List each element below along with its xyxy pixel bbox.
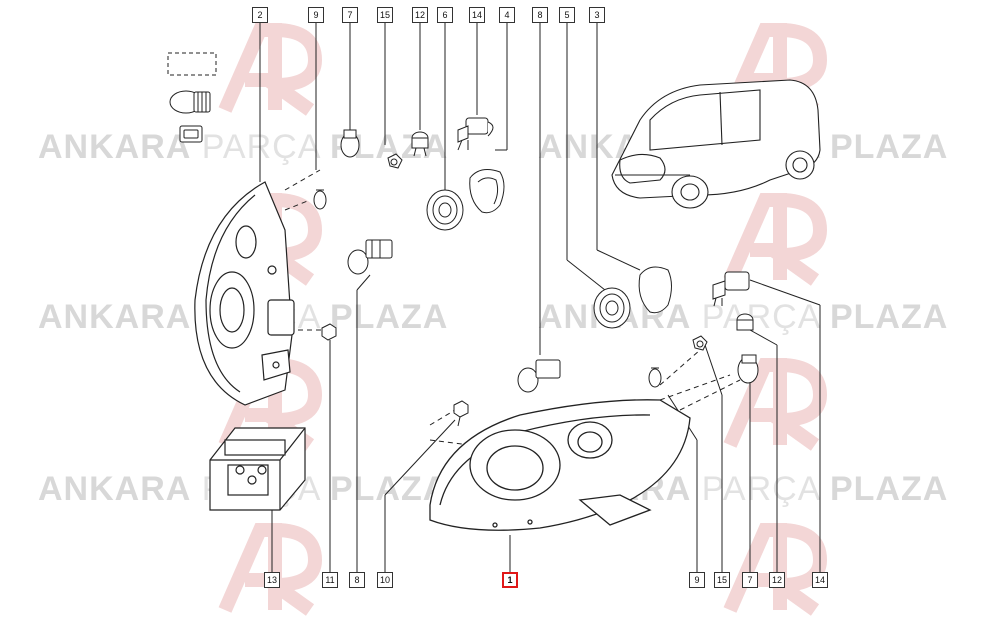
callout-label: 9 (308, 7, 324, 23)
callout-label: 11 (322, 572, 338, 588)
callout-label: 4 (499, 7, 515, 23)
callout-label: 13 (264, 572, 280, 588)
callout-label: 12 (769, 572, 785, 588)
callout-label-highlighted: 1 (502, 572, 518, 588)
callout-label: 14 (469, 7, 485, 23)
exploded-view-drawing (167, 22, 821, 572)
callout-label: 6 (437, 7, 453, 23)
callout-label: 3 (589, 7, 605, 23)
callout-label: 15 (714, 572, 730, 588)
callout-label: 15 (377, 7, 393, 23)
callout-label: 5 (559, 7, 575, 23)
callout-label: 10 (377, 572, 393, 588)
callout-label: 8 (349, 572, 365, 588)
callout-label: 12 (412, 7, 428, 23)
parts-diagram: ANKARA PARÇA PLAZA ANKARA PARÇA PLAZA AN… (38, 7, 947, 616)
callout-label: 7 (742, 572, 758, 588)
callout-label: 8 (532, 7, 548, 23)
callout-label: 2 (252, 7, 268, 23)
callout-label: 7 (342, 7, 358, 23)
callout-label: 14 (812, 572, 828, 588)
callout-label: 9 (689, 572, 705, 588)
